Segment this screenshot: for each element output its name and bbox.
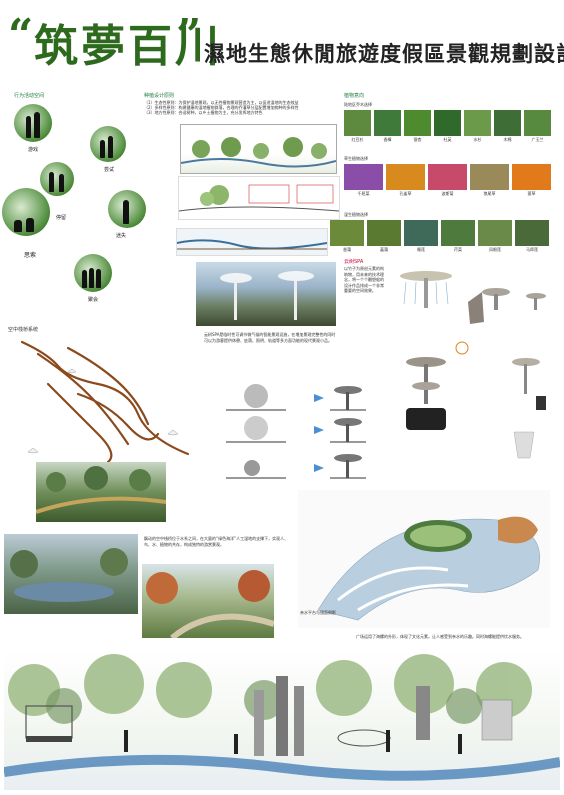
plant-photo [441, 220, 475, 246]
plant-photo [374, 110, 401, 136]
wetland-photo-row: 香蒲 菖蒲 睡莲 荇菜 凤眼莲 马蹄莲 [330, 220, 556, 254]
cloud-tree-render-photo [196, 262, 336, 326]
plant-photo [494, 110, 521, 136]
plant-photo [512, 164, 551, 190]
water-section-diagram [176, 228, 328, 256]
plant-label: 广玉兰 [531, 137, 544, 142]
planting-section-diagram [180, 124, 337, 174]
title-name: 筑夢百川 [34, 21, 222, 72]
plaza-render [298, 490, 550, 628]
planting-section-diagram-2 [178, 176, 340, 220]
sky-bridge-diagram [8, 334, 200, 464]
plant-label: 狼尾草 [483, 191, 496, 196]
activity-circle-play [14, 104, 52, 142]
plant-label: 香樟 [383, 137, 392, 142]
tree-canopy-sections [226, 380, 366, 494]
sky-bridge-caption: 飘动的空中栈桥位于水系之间，在大量的“绿色海洋”人工湿地的支撑下，实现人、鸟、水… [144, 536, 289, 547]
plant-label: 荇菜 [454, 247, 462, 252]
activity-circle-lost [108, 190, 146, 228]
plant-label: 水杉 [473, 137, 482, 142]
plant-photo [404, 220, 438, 246]
plant-label: 孔雀草 [399, 191, 412, 196]
activity-circle-chat [2, 188, 50, 236]
plant-label: 银杏 [413, 137, 422, 142]
plant-photo [434, 110, 461, 136]
plant-group-title: 湿生植物选择 [344, 212, 368, 217]
cloud-tree-diagram [386, 262, 556, 462]
plaza-caption: 广场运用了海螺的外形，体现了文化元素，让人感受到亲水的乐趣。同时海螺能提供饮水服… [356, 634, 524, 639]
plant-photo [344, 110, 371, 136]
title-quote-close: ” [176, 10, 202, 61]
activity-circle-stay [40, 162, 74, 196]
planting-principles: （1）生态性原则：为保护湿地景观，以无性植物景观营造为主，以促进湿地的生态效益 … [144, 100, 344, 115]
planting-line: （1）生态性原则：为保护湿地景观，以无性植物景观营造为主，以促进湿地的生态效益 [144, 100, 299, 105]
plant-photo [515, 220, 549, 246]
plant-photo [330, 220, 364, 246]
plant-photo [470, 164, 509, 190]
plants-heading: 植物意向 [344, 93, 365, 99]
activities-heading: 行为活动空间 [14, 93, 45, 99]
title-quote-open: “ [8, 10, 34, 61]
activity-circle-try [90, 126, 126, 162]
plant-photo [464, 110, 491, 136]
activity-label: 思索 [24, 252, 37, 259]
planting-line: （2）多样性原则：构建健康的湿地植物群落，合理的乔灌草分层配置增加物种的多样性 [144, 105, 299, 110]
plant-photo [386, 164, 425, 190]
plant-photo [428, 164, 467, 190]
activity-label: 迷失 [116, 233, 127, 239]
plant-label: 萱草 [527, 191, 536, 196]
activity-label: 游戏 [28, 147, 39, 153]
plant-group-title: 草生植物选择 [344, 156, 368, 161]
cloud-tree-heading: 云树SPA [344, 259, 364, 265]
plant-label: 波斯菊 [441, 191, 454, 196]
plant-label: 凤眼莲 [489, 247, 501, 252]
plant-photo [478, 220, 512, 246]
planting-heading: 种植设计原则 [144, 93, 175, 99]
plant-photo [344, 164, 383, 190]
plant-label: 睡莲 [417, 247, 425, 252]
activity-label: 尝试 [104, 167, 115, 173]
tree-photo-row: 红豆杉 香樟 银杏 杜英 水杉 木棉 广玉兰 [344, 110, 556, 144]
plant-label: 千屈菜 [357, 191, 370, 196]
sky-bridge-render-photo [36, 462, 166, 522]
plant-label: 菖蒲 [380, 247, 388, 252]
plant-label: 木棉 [503, 137, 512, 142]
activity-circle-gather [74, 254, 112, 292]
cloud-tree-desc: 以竹子为原创元素的构筑物，用未来的技术理念，将一个个雕塑般的设计作品排成一个非常… [344, 266, 384, 293]
activity-label: 聚会 [88, 297, 99, 303]
cloud-tree-caption: 云树SPA是临时性可调节微气候的智能景观设施，在增加景观完整性的同时可以为游客提… [204, 332, 336, 343]
plant-photo [404, 110, 431, 136]
activity-label: 停留 [56, 215, 67, 221]
herb-photo-row: 千屈菜 孔雀草 波斯菊 狼尾草 萱草 [344, 164, 556, 198]
plant-label: 红豆杉 [351, 137, 364, 142]
tree-section-sketch [180, 137, 337, 168]
plant-photo [524, 110, 551, 136]
title-subtitle: 濕地生態休閒旅遊度假區景觀規劃設計 [204, 42, 564, 66]
path-render-photo [142, 564, 274, 638]
plant-photo [367, 220, 401, 246]
planting-line: （3）地方性原则：合适树种，以乡土植物为主，充分发挥地方特色 [144, 110, 263, 115]
wetland-render-photo [4, 534, 138, 614]
plaza-heading: 亲水平台与镜面倒影 [300, 610, 336, 615]
sky-bridge-heading: 空中栈桥系统 [8, 327, 39, 333]
plant-label: 马蹄莲 [526, 247, 538, 252]
plant-label: 香蒲 [343, 247, 351, 252]
plant-label: 杜英 [443, 137, 452, 142]
plant-group-title: 陆地区乔木选择 [344, 102, 372, 107]
page-title: “ 筑夢百川 ” 濕地生態休閒旅遊度假區景觀規劃設計 [8, 6, 564, 80]
panorama-sketch [4, 650, 560, 790]
